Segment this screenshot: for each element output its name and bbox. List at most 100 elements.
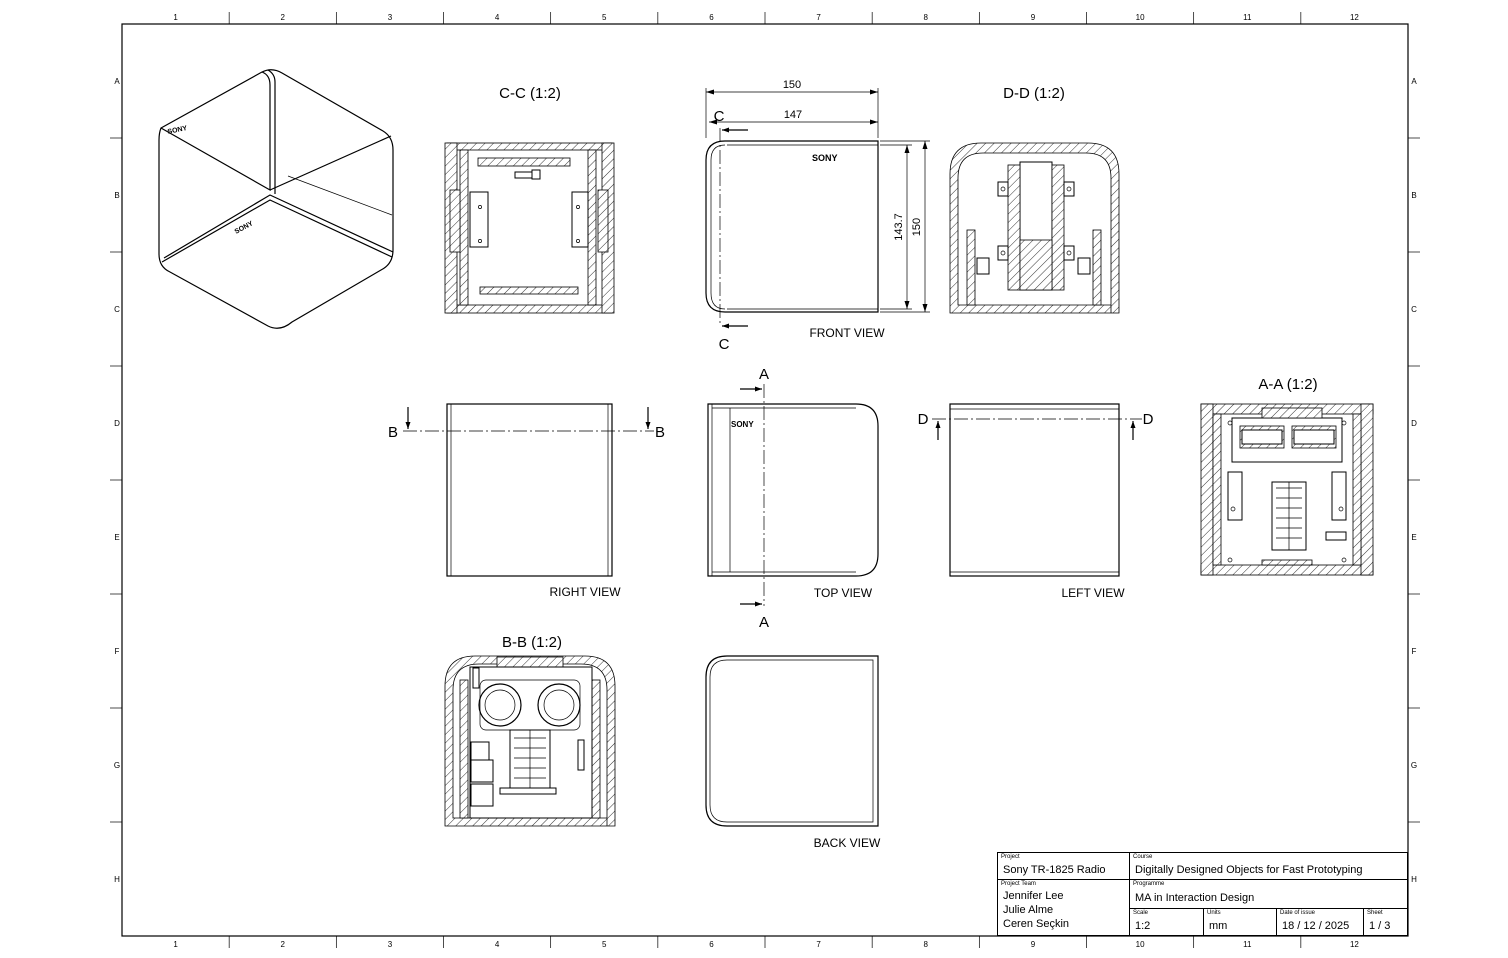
front-view-label: FRONT VIEW [809,326,885,340]
zone-col-label: 2 [281,940,286,949]
units-value: mm [1209,920,1228,932]
marker-d-right: D [1143,411,1154,428]
scale-value: 1:2 [1135,920,1151,932]
dim-height-outer: 150 [911,218,923,236]
team-cell: Project Team Jennifer Lee Julie Alme Cer… [997,879,1130,936]
course-name: Digitally Designed Objects for Fast Prot… [1135,864,1363,876]
project-name: Sony TR-1825 Radio [1003,864,1106,876]
zone-col-label: 10 [1136,13,1145,22]
front-view: SONY FRONT VIEW 150 147 143.7 150 C C [705,79,930,353]
date-cell: Date of issue 18 / 12 / 2025 [1276,908,1364,936]
zone-col-label: 5 [602,13,607,22]
isometric-view: SONY SONY [158,69,394,329]
top-view-label: TOP VIEW [814,586,873,600]
programme-label: Programme [1133,881,1165,887]
front-brand: SONY [812,153,838,163]
dim-width-inner: 147 [784,109,802,121]
zone-col-label: 7 [816,13,821,22]
section-cc-title: C-C (1:2) [499,85,561,102]
back-view-label: BACK VIEW [814,836,881,850]
zone-col-label: 3 [388,13,393,22]
zone-col-label: 4 [495,13,500,22]
dim-height-inner: 143.7 [893,213,905,241]
team-member: Julie Alme [1003,904,1054,916]
zone-row-label: C [1411,305,1417,314]
zone-col-label: 12 [1350,940,1359,949]
sheet-value: 1 / 3 [1369,920,1391,932]
zone-row-label: A [114,77,120,86]
zone-col-label: 6 [709,13,714,22]
sheet-cell: Sheet 1 / 3 [1363,908,1408,936]
zone-col-label: 12 [1350,13,1359,22]
zone-ticks [110,12,1420,948]
right-view-label: RIGHT VIEW [549,585,621,599]
zone-col-label: 2 [281,13,286,22]
scale-cell: Scale 1:2 [1129,908,1204,936]
date-label: Date of issue [1280,910,1316,916]
team-member: Jennifer Lee [1003,890,1064,902]
zone-col-label: 1 [173,940,178,949]
programme-cell: Programme MA in Interaction Design [1129,879,1408,909]
programme-name: MA in Interaction Design [1135,892,1255,904]
zone-row-label: E [1411,533,1416,542]
zone-col-label: 8 [924,13,929,22]
zone-col-label: 1 [173,13,178,22]
marker-a-top: A [759,366,769,383]
iso-brand-front: SONY [234,220,255,236]
team-label: Project Team [1001,881,1036,887]
units-cell: Units mm [1203,908,1277,936]
zone-row-label: A [1411,77,1417,86]
zone-row-label: E [114,533,119,542]
scale-label: Scale [1133,910,1149,916]
project-cell: Project Sony TR-1825 Radio [997,852,1130,880]
zone-col-label: 8 [924,940,929,949]
top-brand: SONY [731,420,754,429]
zone-row-label: D [1411,419,1417,428]
right-view: B B RIGHT VIEW [388,403,665,599]
zone-col-label: 3 [388,940,393,949]
iso-brand-top: SONY [167,125,188,136]
zone-row-label: H [1411,875,1417,884]
section-bb: B-B (1:2) [444,634,616,827]
zone-row-label: G [114,761,120,770]
marker-b-left: B [388,424,398,441]
zone-col-label: 10 [1136,940,1145,949]
units-label: Units [1207,910,1221,916]
title-block: Project Sony TR-1825 Radio Project Team … [997,852,1408,936]
course-cell: Course Digitally Designed Objects for Fa… [1129,852,1408,880]
section-dd-title: D-D (1:2) [1003,85,1065,102]
zone-row-label: B [114,191,119,200]
zone-row-label: H [114,875,120,884]
zone-row-label: G [1411,761,1417,770]
zone-row-label: D [114,419,120,428]
marker-b-right: B [655,424,665,441]
back-view: BACK VIEW [705,655,881,850]
zone-col-label: 5 [602,940,607,949]
top-view: SONY A A TOP VIEW [707,366,879,631]
zone-col-label: 7 [816,940,821,949]
left-view-label: LEFT VIEW [1061,586,1125,600]
sheet-label: Sheet [1367,910,1383,916]
marker-c-top: C [714,108,725,125]
zone-col-label: 6 [709,940,714,949]
zone-col-label: 9 [1031,940,1036,949]
section-bb-title: B-B (1:2) [502,634,562,651]
course-label: Course [1133,854,1153,860]
zone-row-label: F [115,647,120,656]
zone-row-label: B [1411,191,1416,200]
marker-a-bottom: A [759,614,769,631]
zone-col-label: 9 [1031,13,1036,22]
left-view: D D LEFT VIEW [918,403,1154,600]
section-aa-title: A-A (1:2) [1258,376,1317,393]
zone-col-label: 11 [1243,940,1252,949]
marker-d-left: D [918,411,929,428]
zone-row-label: F [1412,647,1417,656]
section-dd: D-D (1:2) [949,85,1120,314]
date-value: 18 / 12 / 2025 [1282,920,1350,932]
section-aa: A-A (1:2) [1200,376,1374,576]
project-label: Project [1001,854,1020,860]
dim-width-outer: 150 [783,79,801,91]
zone-col-label: 4 [495,940,500,949]
